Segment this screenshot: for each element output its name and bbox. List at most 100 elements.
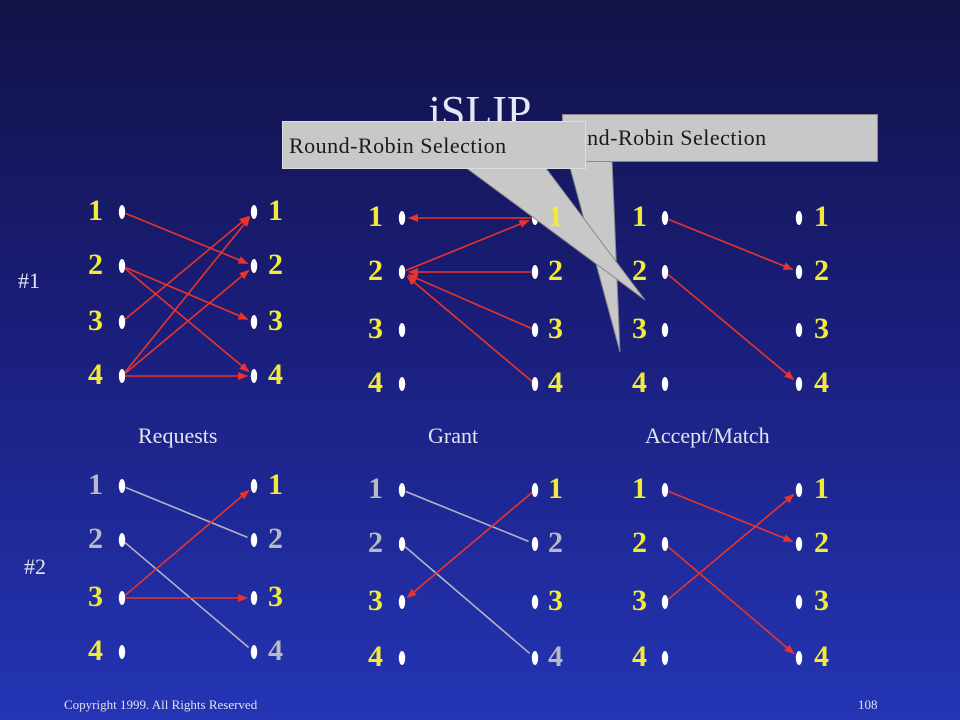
input-port-dot-4 [398,377,406,391]
panel-row1-grant [398,211,539,391]
output-port-label-2: 2 [268,248,283,281]
input-port-dot-3 [398,323,406,337]
input-port-dot-4 [661,651,669,665]
output-port-dot-3 [795,323,803,337]
phase-label-grant: Grant [428,423,479,448]
output-port-dot-1 [531,483,539,497]
input-port-dot-3 [118,315,126,329]
page-number: 108 [858,697,878,712]
input-port-dot-4 [118,369,126,383]
output-port-label-1: 1 [268,194,283,227]
input-port-dot-4 [398,651,406,665]
output-port-label-4: 4 [548,366,563,399]
input-port-label-2: 2 [88,248,103,281]
phase-label-requests: Requests [138,423,218,448]
input-port-dot-1 [398,211,406,225]
edge-inactive-1-2 [405,490,529,543]
input-port-dot-2 [118,259,126,273]
edge-inactive-2-4 [124,541,250,649]
output-port-dot-2 [531,537,539,551]
output-port-label-2: 2 [814,254,829,287]
output-port-label-4: 4 [548,640,563,673]
output-port-dot-1 [250,479,258,493]
output-port-label-2: 2 [548,526,563,559]
panel-row1-accept-match [661,211,803,391]
input-port-label-1: 1 [88,468,103,501]
input-port-label-1: 1 [88,194,103,227]
output-port-dot-1 [250,205,258,219]
output-port-dot-1 [795,483,803,497]
input-port-dot-4 [661,377,669,391]
input-port-label-3: 3 [368,584,383,617]
output-port-dot-4 [250,645,258,659]
output-port-dot-2 [250,259,258,273]
callout-label: Round-Robin Selection [562,125,767,150]
output-port-dot-3 [250,591,258,605]
input-port-label-3: 3 [88,580,103,613]
row-label-1: #1 [18,268,40,293]
input-port-label-2: 2 [88,522,103,555]
edge-active-4-2 [124,269,250,375]
input-port-label-4: 4 [88,634,103,667]
output-port-dot-4 [795,651,803,665]
edge-active-2-4 [124,267,250,373]
phase-label-accept-match: Accept/Match [645,423,770,448]
input-port-dot-1 [661,483,669,497]
output-port-dot-4 [795,377,803,391]
edge-active-2-3 [407,274,532,330]
input-port-dot-2 [398,265,406,279]
output-port-label-1: 1 [814,472,829,505]
output-port-label-3: 3 [814,584,829,617]
output-port-dot-3 [531,595,539,609]
edge-active-2-4 [406,275,533,383]
output-port-label-4: 4 [268,634,283,667]
input-port-dot-3 [118,591,126,605]
edge-active-2-4 [667,545,795,655]
panel-row2-accept-match [661,483,803,665]
input-port-dot-3 [398,595,406,609]
row-label-2: #2 [24,554,46,579]
input-port-dot-2 [661,537,669,551]
output-port-dot-2 [795,265,803,279]
output-port-dot-3 [795,595,803,609]
output-port-label-1: 1 [548,200,563,233]
callout-label: Round-Robin Selection [289,133,507,158]
edge-inactive-1-2 [125,486,248,539]
copyright-text: Copyright 1999. All Rights Reserved [64,697,258,712]
output-port-label-3: 3 [814,312,829,345]
edge-active-3-1 [667,493,795,601]
input-port-label-2: 2 [368,526,383,559]
input-port-label-4: 4 [88,358,103,391]
output-port-label-3: 3 [268,580,283,613]
output-port-label-3: 3 [548,312,563,345]
output-port-dot-3 [250,315,258,329]
edge-active-3-1 [124,489,250,597]
output-port-label-3: 3 [548,584,563,617]
input-port-dot-2 [661,265,669,279]
input-port-dot-3 [661,595,669,609]
input-port-label-2: 2 [632,526,647,559]
output-port-label-1: 1 [548,472,563,505]
callout-round-robin-accept: Round-Robin Selection [562,114,878,162]
output-port-label-2: 2 [814,526,829,559]
output-port-label-4: 4 [268,358,283,391]
input-port-label-3: 3 [368,312,383,345]
panel-row1-requests [118,205,258,383]
output-port-label-4: 4 [814,366,829,399]
output-port-dot-3 [531,323,539,337]
input-port-label-4: 4 [632,366,647,399]
input-port-dot-1 [118,479,126,493]
input-port-label-1: 1 [368,200,383,233]
input-port-dot-3 [661,323,669,337]
edge-active-3-1 [406,491,533,599]
output-port-label-3: 3 [268,304,283,337]
input-port-label-3: 3 [88,304,103,337]
input-port-label-4: 4 [632,640,647,673]
callout-pointers [463,159,646,353]
output-port-dot-2 [250,533,258,547]
input-port-label-2: 2 [632,254,647,287]
output-port-dot-2 [531,265,539,279]
output-port-dot-4 [531,377,539,391]
input-port-dot-2 [118,533,126,547]
